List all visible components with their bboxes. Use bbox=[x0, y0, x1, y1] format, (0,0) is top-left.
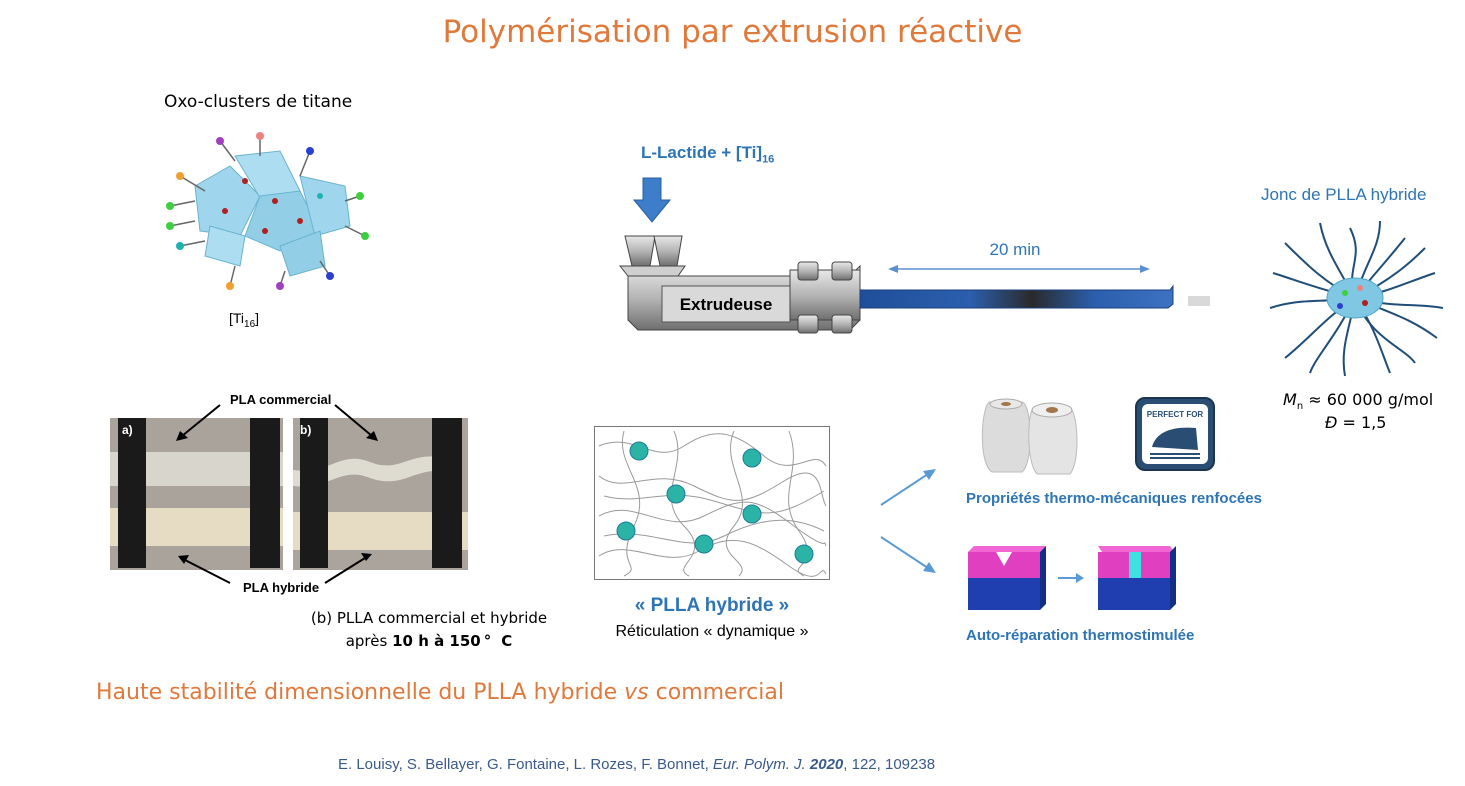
pll-network-image bbox=[594, 426, 830, 580]
self-healing-label: Auto-réparation thermostimulée bbox=[966, 627, 1195, 644]
stability-post: commercial bbox=[648, 680, 784, 705]
product-title: Jonc de PLLA hybride bbox=[1261, 185, 1427, 204]
iron-icon bbox=[1152, 427, 1198, 450]
feed-label-main: L-Lactide + [Ti] bbox=[641, 143, 763, 162]
extruder-label: Extrudeuse bbox=[680, 295, 773, 314]
photo-top-label: PLA commercial bbox=[230, 392, 332, 407]
caption-pre: après bbox=[345, 632, 393, 650]
panel-a-label: a) bbox=[122, 423, 133, 437]
mn-sub: n bbox=[1296, 401, 1304, 413]
dispersity-value: = 1,5 bbox=[1337, 413, 1387, 432]
badge-text: PERFECT FOR bbox=[1147, 410, 1204, 419]
feed-arrow bbox=[632, 177, 672, 223]
photo-bottom-label: PLA hybride bbox=[243, 580, 320, 595]
caption-end: C bbox=[501, 632, 513, 650]
extruder-diagram: Extrudeuse 20 min bbox=[618, 177, 1210, 334]
self-healing-image bbox=[968, 546, 1176, 610]
photo-caption-line1: (b) PLLA commercial et hybride bbox=[310, 609, 548, 627]
branch-arrows bbox=[880, 469, 936, 573]
feed-label-sub: 16 bbox=[762, 153, 775, 166]
photo-caption-line2: après 10 h à 150° C bbox=[290, 630, 568, 653]
oxo-cluster-label: Oxo-clusters de titane bbox=[164, 92, 353, 112]
ti16-caption-sub: 16 bbox=[244, 318, 256, 330]
network-title: « PLLA hybride » bbox=[634, 595, 790, 616]
stability-pre: Haute stabilité dimensionnelle du PLLA h… bbox=[96, 680, 625, 705]
plla-photo-comparison: a) b) bbox=[110, 404, 468, 584]
hybrid-star-polymer-image bbox=[1269, 220, 1444, 377]
ti16-caption: [Ti16] bbox=[229, 310, 259, 330]
dispersity: Đ = 1,5 bbox=[1325, 413, 1386, 432]
ti16-caption-main: [Ti bbox=[229, 310, 245, 326]
product-arrow bbox=[1188, 296, 1210, 306]
caption-degree: ° bbox=[483, 632, 492, 650]
reference: E. Louisy, S. Bellayer, G. Fontaine, L. … bbox=[338, 756, 935, 773]
reference-authors: E. Louisy, S. Bellayer, G. Fontaine, L. … bbox=[338, 756, 713, 773]
photo-caption: (b) PLLA commercial et hybride après 10 … bbox=[290, 607, 568, 653]
thermo-properties-image: PERFECT FOR bbox=[981, 397, 1215, 475]
thermo-label: Propriétés thermo-mécaniques renfocées bbox=[966, 490, 1262, 507]
feed-label: L-Lactide + [Ti]16 bbox=[641, 143, 774, 165]
network-subtitle: Réticulation « dynamique » bbox=[615, 623, 809, 640]
mn-value: ≈ 60 000 g/mol bbox=[1303, 390, 1434, 409]
ti16-caption-end: ] bbox=[255, 310, 260, 326]
panel-b-label: b) bbox=[300, 423, 311, 437]
stability-italic: vs bbox=[624, 680, 649, 705]
ti16-cluster-image bbox=[166, 132, 369, 290]
page-title: Polymérisation par extrusion réactive bbox=[442, 14, 1023, 50]
stability-statement: Haute stabilité dimensionnelle du PLLA h… bbox=[96, 680, 784, 705]
molar-mass: Mn ≈ 60 000 g/mol bbox=[1283, 390, 1433, 412]
mn-symbol: M bbox=[1283, 390, 1297, 409]
caption-bold: 10 h à 150 bbox=[392, 632, 481, 650]
dispersity-symbol: Đ bbox=[1325, 413, 1338, 432]
reference-journal: Eur. Polym. J. bbox=[712, 756, 806, 773]
pla-fiber bbox=[859, 284, 1174, 309]
time-label: 20 min bbox=[989, 240, 1040, 259]
reference-rest: , 122, 109238 bbox=[843, 756, 936, 773]
reference-year: 2020 bbox=[809, 756, 844, 773]
